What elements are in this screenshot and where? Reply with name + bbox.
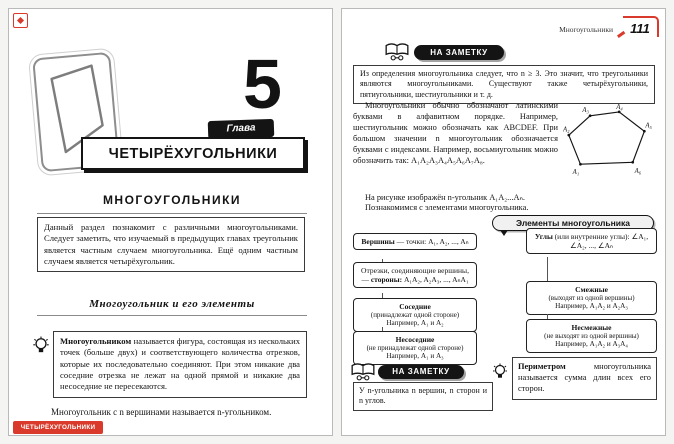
pill-arrow-icon [500,230,508,236]
note-pill: НА ЗАМЕТКУ [378,365,464,379]
body-paragraph: A₁ A₂ A₃ A₄ A₅ A₆ Многоугольники обычно … [353,101,655,191]
right-page: Многоугольники 111 НА ЗАМЕТКУ Из определ… [341,8,666,436]
connector-line [382,327,383,331]
footer-chapter-tab: ЧЕТЫРЁХУГОЛЬНИКИ [13,421,103,434]
chapter-card [32,51,120,173]
definition-box: Многоугольником называется фигура, состо… [53,331,307,398]
n-gon-note: Многоугольник с n вершинами называется n… [51,407,272,417]
vertex-label: A₅ [644,122,652,129]
body-text: Многоугольники обычно обозначают латинск… [353,101,558,165]
divider-rule [37,315,307,316]
perimeter-text: многоугольника называется сумма длин все… [518,362,651,393]
connector-line [547,257,548,281]
page-number: 111 [617,16,659,38]
vertex-label: A₃ [581,107,589,114]
note-pill: НА ЗАМЕТКУ [414,45,504,60]
definition-term: Многоугольником [60,336,132,346]
corner-ornament-icon [13,13,28,28]
vertex-label: A₆ [634,168,642,175]
figure-caption: На рисунке изображён n-угольник A₁A₂...A… [365,193,525,202]
open-book-icon [350,361,376,381]
perimeter-definition-box: Периметром многоугольника называется сум… [512,357,657,400]
diagram-box-nonadjacent-sides: Несмежные (не выходят из одной вершины) … [526,319,657,354]
ngon-figure: A₁ A₂ A₃ A₄ A₅ A₆ [563,104,652,176]
lightbulb-icon [492,363,508,383]
intro-paragraph: Данный раздел познакомит с различными мн… [37,217,305,273]
diagram-box-adjacent-sides: Смежные (выходят из одной вершины) Напри… [526,281,657,316]
note-box-1: Из определения многоугольника следует, ч… [353,65,655,105]
connector-line [382,259,383,262]
subsection-title: Многоугольник и его элементы [89,298,255,310]
diagram-box-nonadjacent-vertices: Несоседние (не принадлежат одной стороне… [353,331,477,366]
vertex-label: A₁ [572,169,580,176]
diagram-box-angles: Углы (или внутренние углы): ∠A₁, ∠A₂, ..… [526,228,657,254]
lead-in-text: Познакомимся с элементами многоугольника… [365,203,529,212]
perimeter-term: Периметром [518,362,566,371]
page-number-ornament [617,30,625,38]
connector-line [547,314,548,319]
definition-text: называется фигура, состоящая из нескольк… [60,336,300,392]
quadrilateral-icon [50,64,104,154]
running-header: Многоугольники [559,25,613,34]
vertex-label: A₂ [563,126,570,133]
note-box-2: У n-угольника n вершин, n сторон и n угл… [353,382,493,411]
chapter-number: 5 [243,45,282,123]
chapter-title: ЧЕТЫРЁХУГОЛЬНИКИ [81,137,305,170]
lightbulb-icon [32,336,50,358]
vertex-label: A₄ [615,104,623,111]
diagram-box-adjacent-vertices: Соседние (принадлежат одной стороне) Нап… [353,298,477,333]
open-book-icon [384,41,410,61]
left-page: 5 Глава ЧЕТЫРЁХУГОЛЬНИКИ МНОГОУГОЛЬНИКИ … [8,8,333,436]
diagram-box-sides: Отрезки, соединяющие вершины, — стороны:… [353,262,477,288]
section-title: МНОГОУГОЛЬНИКИ [37,193,307,214]
diagram-box-vertices: Вершины — точки: A₁, A₂, ..., Aₙ [353,233,477,250]
connector-line [382,293,383,298]
